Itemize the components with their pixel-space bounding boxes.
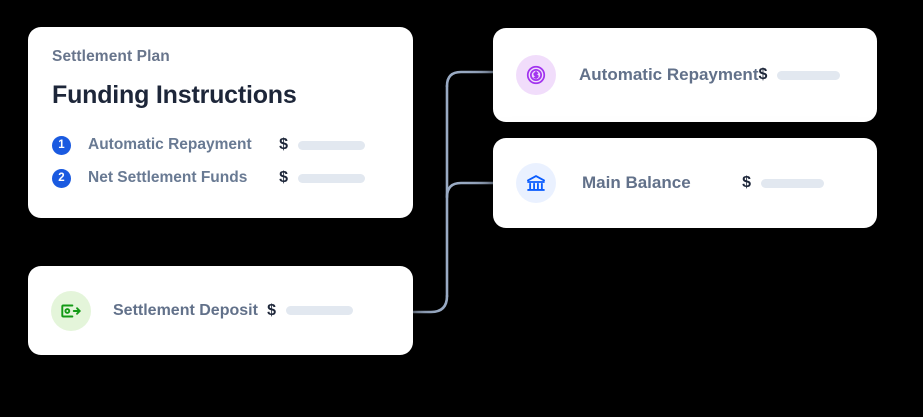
funding-instructions-card: Settlement Plan Funding Instructions 1 A…	[28, 27, 413, 218]
settlement-deposit-card[interactable]: Settlement Deposit $	[28, 266, 413, 355]
amount-slot: $	[758, 66, 841, 83]
step-number-badge: 2	[52, 168, 71, 188]
automatic-repayment-label: Automatic Repayment	[579, 65, 759, 84]
amount-slot: $	[267, 301, 353, 319]
plan-row-list: 1 Automatic Repayment $ 2 Net Settlement…	[52, 132, 389, 192]
page-title: Funding Instructions	[52, 80, 297, 109]
plan-row[interactable]: 2 Net Settlement Funds $	[52, 165, 389, 192]
amount-slot: $	[742, 175, 824, 191]
amount-placeholder-bar	[761, 178, 824, 188]
plan-eyebrow: Settlement Plan	[52, 48, 170, 65]
main-balance-card[interactable]: Main Balance $	[493, 138, 877, 228]
settlement-deposit-label: Settlement Deposit	[113, 301, 258, 319]
amount-placeholder-bar	[286, 306, 353, 315]
plan-row-label: Automatic Repayment	[88, 136, 252, 154]
plan-row-label: Net Settlement Funds	[88, 169, 248, 187]
amount-slot: $	[279, 137, 365, 153]
amount-placeholder-bar	[777, 70, 841, 80]
amount-slot: $	[279, 170, 365, 186]
main-balance-label: Main Balance	[582, 173, 691, 192]
connector-branch-main-balance	[445, 181, 496, 199]
step-number-badge: 1	[52, 135, 71, 155]
currency-symbol: $	[279, 136, 288, 154]
currency-symbol: $	[758, 66, 768, 83]
currency-symbol: $	[267, 301, 276, 319]
dollar-coin-icon	[516, 55, 556, 95]
bank-icon	[516, 163, 556, 203]
amount-placeholder-bar	[298, 140, 365, 150]
connector-branch-automatic-repayment	[445, 70, 496, 88]
currency-symbol: $	[279, 169, 288, 187]
plan-row[interactable]: 1 Automatic Repayment $	[52, 132, 389, 159]
banknote-arrow-out-icon	[51, 290, 91, 331]
currency-symbol: $	[742, 174, 751, 191]
automatic-repayment-card[interactable]: Automatic Repayment $	[493, 28, 877, 122]
amount-placeholder-bar	[298, 173, 365, 183]
